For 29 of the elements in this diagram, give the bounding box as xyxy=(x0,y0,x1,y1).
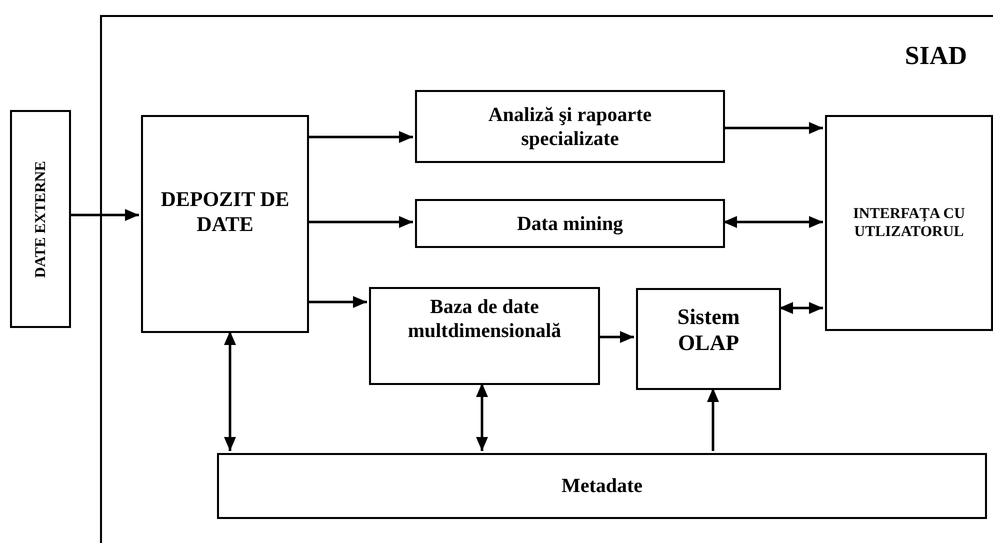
box-label: Sistem OLAP xyxy=(676,304,741,357)
warehouse-box xyxy=(141,115,309,333)
arrow xyxy=(476,383,488,451)
box-label: DEPOZIT DE DATE xyxy=(160,187,290,238)
arrow xyxy=(723,122,823,134)
box-label: Analiză şi rapoarte specializate xyxy=(487,102,653,150)
arrow xyxy=(307,296,367,308)
box-label: DATE EXTERNE xyxy=(32,160,50,278)
arrow xyxy=(71,209,139,221)
arrow xyxy=(307,131,413,143)
box-label: Data mining xyxy=(516,212,624,236)
frame-title: SIAD xyxy=(904,41,967,71)
metadata-box xyxy=(217,453,987,519)
arrow xyxy=(779,302,823,314)
database-box xyxy=(369,287,600,385)
system-frame xyxy=(100,15,993,543)
arrow xyxy=(598,331,634,343)
interface-box xyxy=(825,115,993,331)
box-label: Metadate xyxy=(561,474,643,498)
source-box xyxy=(10,110,71,328)
box-label: Baza de date multdimensională xyxy=(406,295,562,343)
process-box xyxy=(415,90,725,163)
arrow xyxy=(224,331,236,451)
box-label: INTERFAȚA CU UTLIZATORUL xyxy=(852,205,966,241)
process-box xyxy=(636,288,781,390)
arrow xyxy=(307,216,413,228)
arrow xyxy=(707,388,719,451)
arrow xyxy=(723,216,823,228)
process-box xyxy=(415,199,725,248)
